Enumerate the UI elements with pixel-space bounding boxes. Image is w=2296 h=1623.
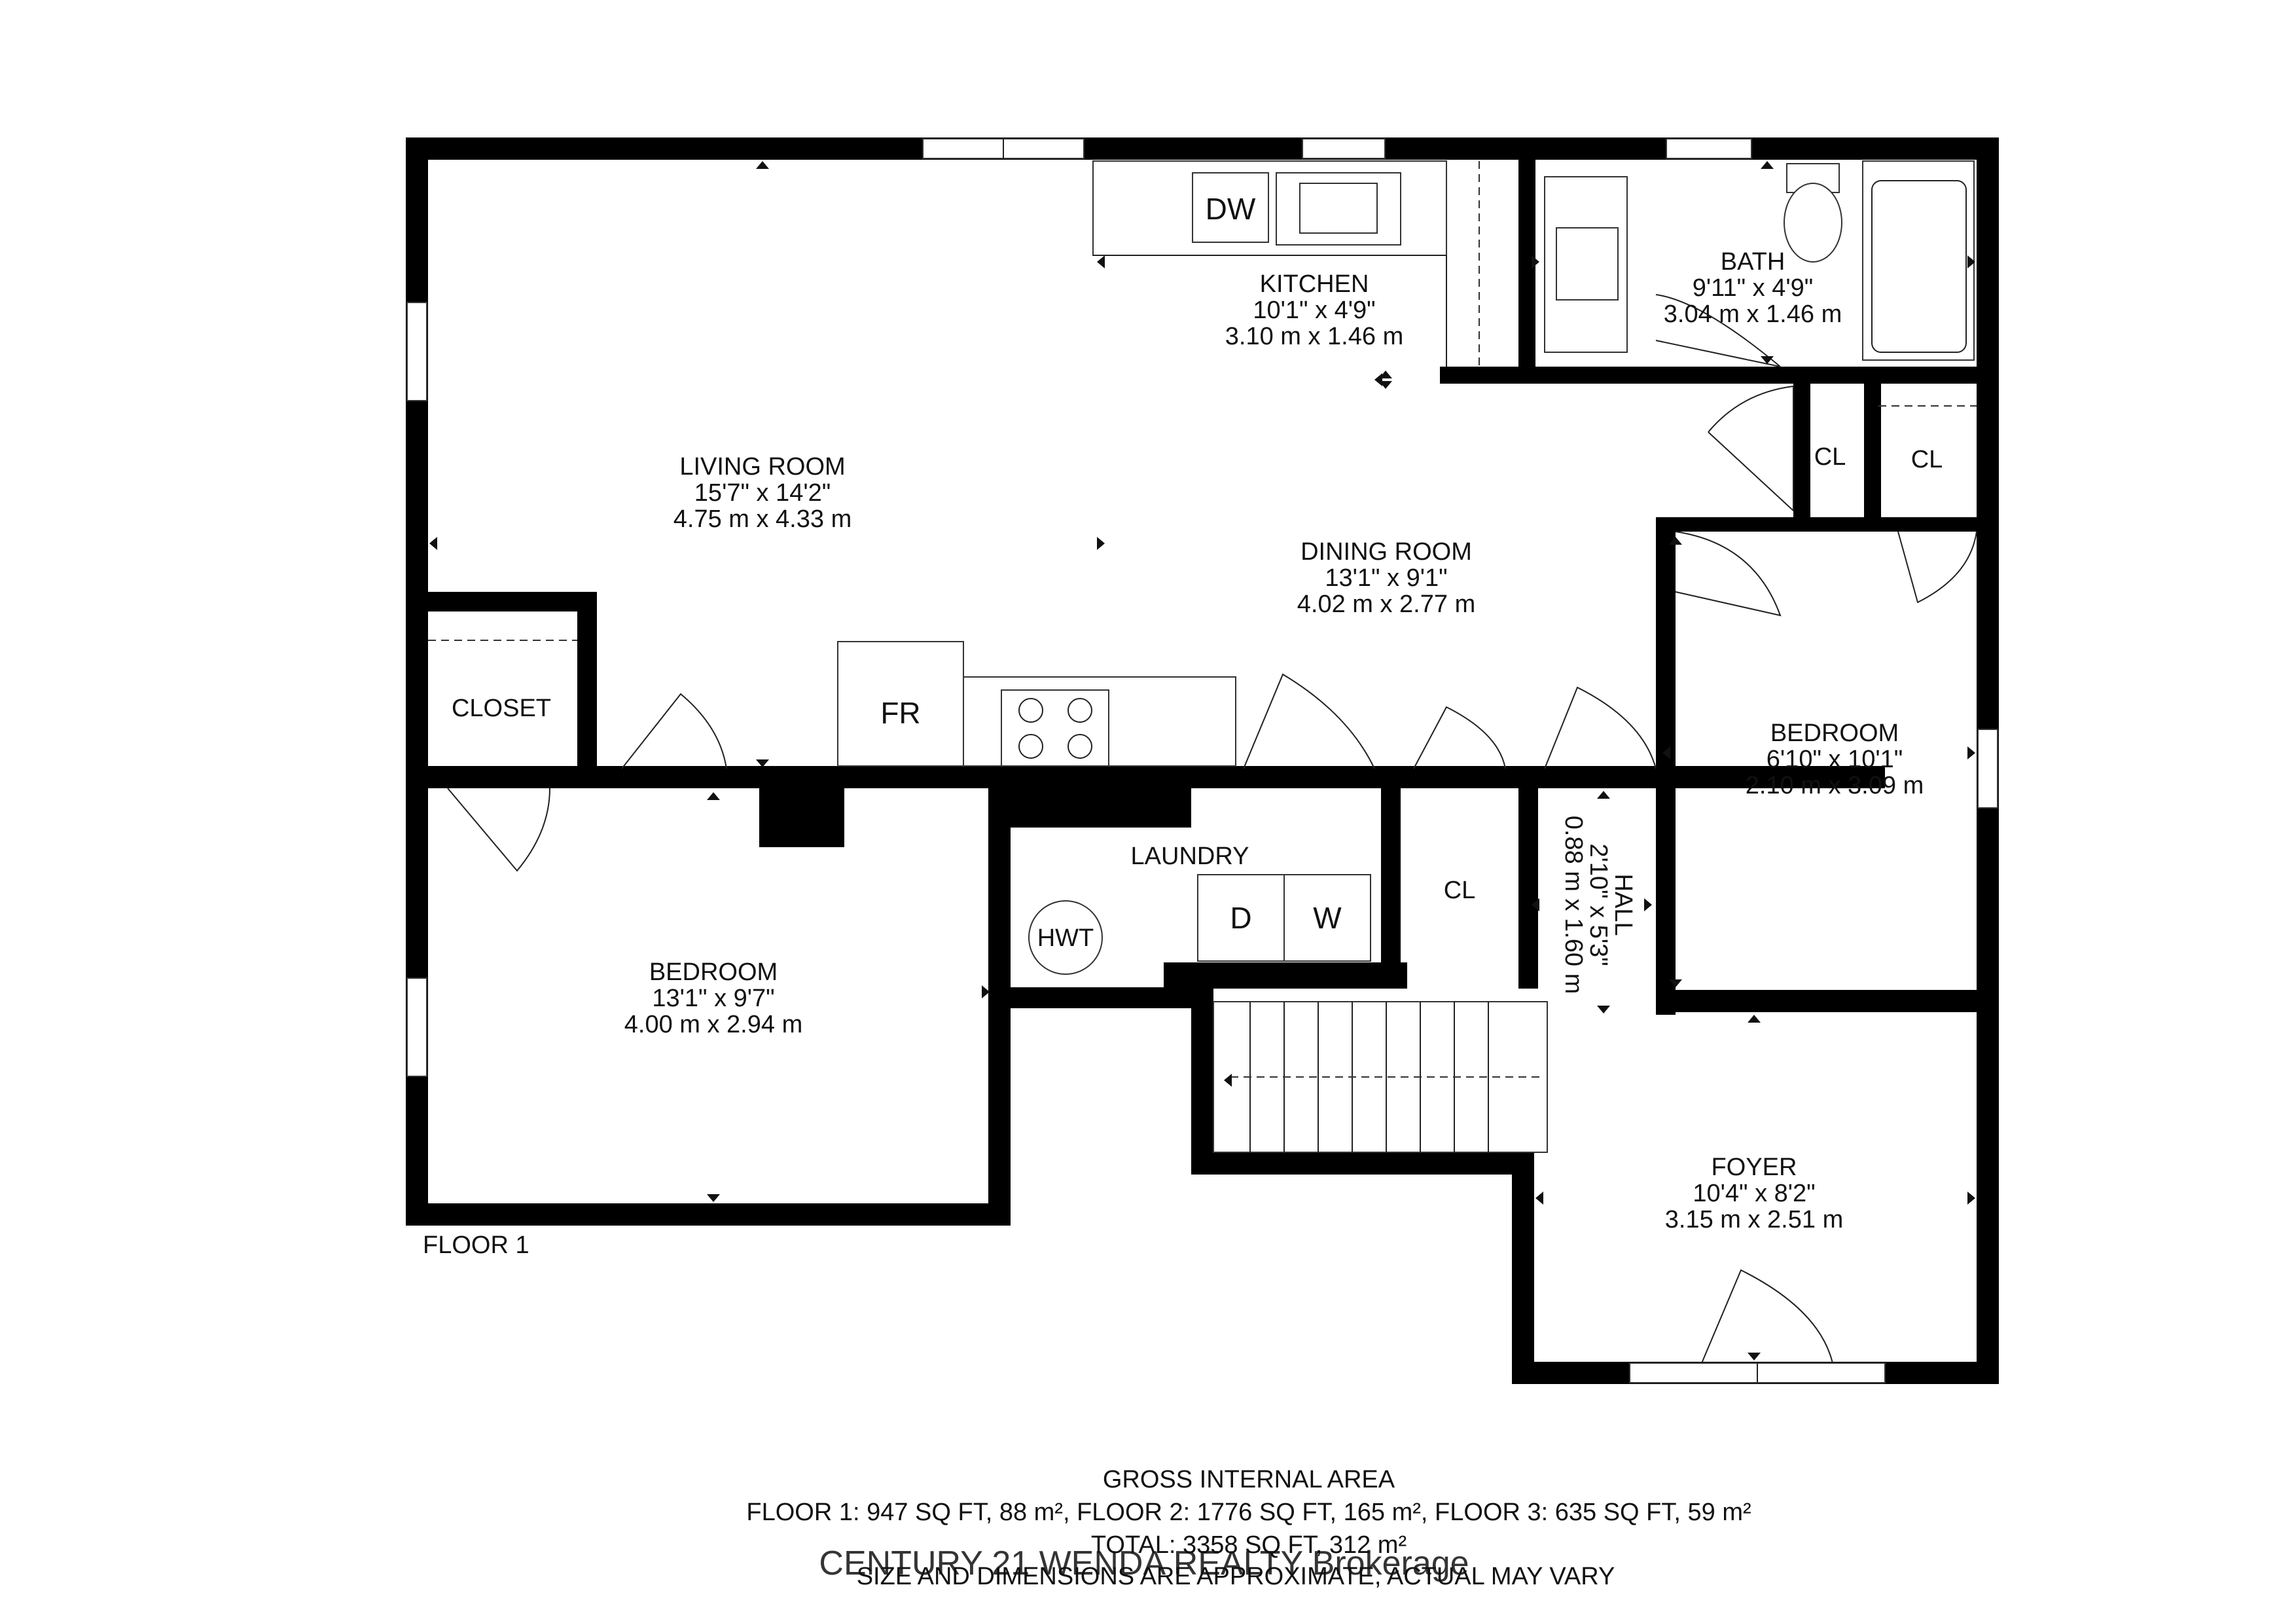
room-hall: HALL 2'10" x 5'3" 0.88 m x 1.60 m [1560,816,1637,994]
room-dims-metric: 2.10 m x 3.09 m [1746,772,1924,799]
watermark: CENTURY 21 WENDA REALTY Brokerage [819,1544,1469,1582]
room-dining: DINING ROOM 13'1" x 9'1" 4.02 m x 2.77 m [1297,538,1475,618]
room-bedroom-left: BEDROOM 13'1" x 9'7" 4.00 m x 2.94 m [624,958,802,1038]
room-name: HALL [1609,873,1637,936]
room-name: BEDROOM [649,958,778,986]
room-dims-metric: 4.00 m x 2.94 m [624,1011,802,1038]
room-name: DINING ROOM [1300,538,1472,566]
water-heater-label: HWT [1037,924,1094,952]
area-floors: FLOOR 1: 947 SQ FT, 88 m², FLOOR 2: 1776… [746,1499,1751,1526]
kitchen-counters [428,160,1977,1153]
fridge-label: FR [880,696,920,730]
area-total: TOTAL: 3358 SQ FT, 312 m² [1091,1531,1407,1559]
room-dims-metric: 4.02 m x 2.77 m [1297,591,1475,618]
room-dims-metric: 3.10 m x 1.46 m [1225,323,1403,350]
room-name: KITCHEN [1260,270,1369,298]
area-heading: GROSS INTERNAL AREA [1103,1466,1395,1493]
room-laundry: LAUNDRY [1131,843,1249,870]
floor-label: FLOOR 1 [423,1231,529,1259]
room-dims-metric: 4.75 m x 4.33 m [673,505,852,533]
dimension-markers [429,161,1975,1360]
room-name: BEDROOM [1770,720,1899,747]
room-living: LIVING ROOM 15'7" x 14'2" 4.75 m x 4.33 … [673,453,852,533]
area-summary: GROSS INTERNAL AREA FLOOR 1: 947 SQ FT, … [746,1466,1751,1590]
room-bath: BATH 9'11" x 4'9" 3.04 m x 1.46 m [1664,248,1842,328]
room-dims-imperial: 15'7" x 14'2" [694,479,831,507]
doors [447,294,1977,1364]
room-dims-metric: 0.88 m x 1.60 m [1560,816,1587,994]
room-dims-imperial: 13'1" x 9'7" [652,985,774,1012]
dryer-label: D [1230,901,1251,935]
closet-cl-upper-right: CL [1911,446,1943,473]
room-dims-imperial: 10'1" x 4'9" [1253,297,1375,324]
room-name: FOYER [1712,1154,1797,1181]
closet-cl-center: CL [1444,877,1476,904]
washer-label: W [1313,901,1342,935]
closet-label: CLOSET [452,695,551,722]
room-bedroom-right: BEDROOM 6'10" x 10'1" 2.10 m x 3.09 m [1746,720,1924,799]
room-dims-metric: 3.04 m x 1.46 m [1664,301,1842,328]
room-kitchen: KITCHEN 10'1" x 4'9" 3.10 m x 1.46 m [1225,270,1403,350]
closet-cl-upper-left: CL [1814,443,1846,471]
room-dims-imperial: 10'4" x 8'2" [1693,1180,1815,1207]
room-dims-imperial: 9'11" x 4'9" [1693,274,1813,302]
room-dims-imperial: 6'10" x 10'1" [1767,746,1903,773]
area-disclaimer: SIZE AND DIMENSIONS ARE APPROXIMATE, ACT… [857,1563,1615,1590]
room-foyer: FOYER 10'4" x 8'2" 3.15 m x 2.51 m [1665,1154,1843,1233]
dishwasher-label: DW [1206,192,1256,226]
windows [406,138,1998,1383]
room-dims-imperial: 13'1" x 9'1" [1325,564,1447,592]
room-dims-metric: 3.15 m x 2.51 m [1665,1206,1843,1233]
room-name: LAUNDRY [1131,843,1249,870]
room-name: LIVING ROOM [679,453,845,481]
room-dims-imperial: 2'10" x 5'3" [1585,843,1612,966]
room-name: BATH [1721,248,1785,276]
